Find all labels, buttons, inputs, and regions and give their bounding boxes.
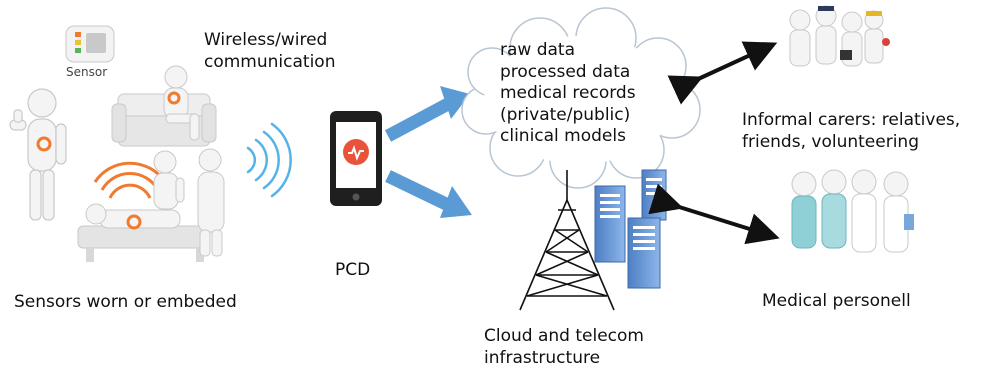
phone-to-infrastructure-arrow <box>385 170 472 218</box>
wireless-waves-icon <box>246 122 292 198</box>
sensors-caption: Sensors worn or embeded <box>14 292 237 312</box>
comm-label-line2: communication <box>204 52 336 72</box>
cloud-item-clinical-models: clinical models <box>500 126 626 146</box>
telecom-tower-icon <box>519 170 615 311</box>
cloud-item-private-public: (private/public) <box>500 104 631 125</box>
sensor-device-icon <box>65 25 115 63</box>
phone-to-cloud-arrow <box>384 86 470 142</box>
cloud-item-raw-data: raw data <box>500 40 576 60</box>
informal-carers-figures <box>789 5 890 67</box>
sensor-label: Sensor <box>66 65 108 79</box>
pcd-label: PCD <box>335 260 371 280</box>
carers-caption-line2: friends, volunteering <box>742 132 919 152</box>
infra-caption-line2: infrastructure <box>484 348 601 368</box>
bed-patient-figure <box>77 148 225 262</box>
medical-personnel-figures <box>791 169 914 253</box>
infra-caption-line1: Cloud and telecom <box>484 326 644 346</box>
standing-person-figure <box>9 88 67 221</box>
sofa-person-figure <box>111 65 217 147</box>
comm-label-line1: Wireless/wired <box>204 30 328 50</box>
cloud-item-medical-records: medical records <box>500 83 636 103</box>
cloud-data-list: raw data processed data medical records … <box>500 40 636 148</box>
cloud-carers-double-arrow <box>667 41 778 105</box>
medical-caption: Medical personell <box>762 291 911 311</box>
server-rack-icon <box>594 169 667 289</box>
pcd-phone-icon <box>330 111 382 206</box>
servers-medical-double-arrow <box>648 183 780 245</box>
carers-caption-line1: Informal carers: relatives, <box>742 110 961 130</box>
cloud-item-processed-data: processed data <box>500 61 631 82</box>
data-cloud-shape <box>461 7 701 189</box>
